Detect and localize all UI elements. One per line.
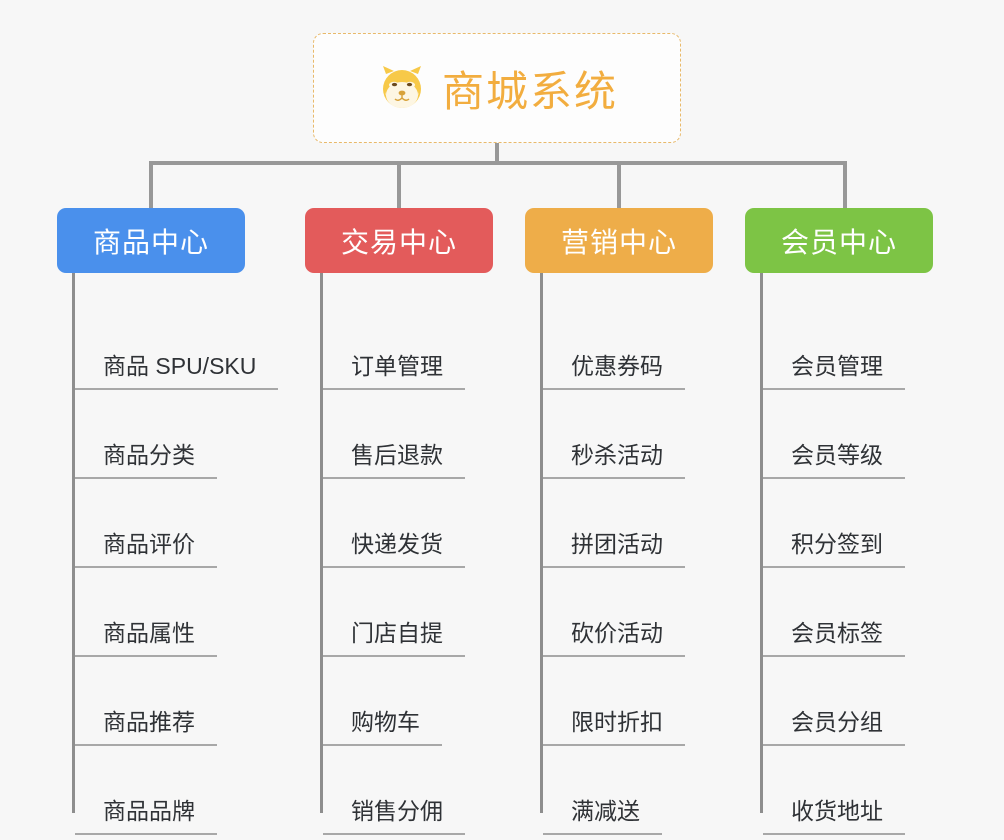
leaf-label: 砍价活动 (543, 614, 685, 657)
leaf-label: 销售分佣 (323, 792, 465, 835)
leaf-item[interactable]: 商品 SPU/SKU (75, 301, 279, 390)
leaf-item[interactable]: 商品推荐 (75, 657, 217, 746)
leaf-label: 商品品牌 (75, 792, 217, 835)
branch-marketing-center: 营销中心优惠券码秒杀活动拼团活动砍价活动限时折扣满减送 (525, 208, 713, 835)
leaf-item[interactable]: 收货地址 (763, 746, 905, 835)
leaf-item[interactable]: 会员分组 (763, 657, 905, 746)
branch-header-label: 商品中心 (92, 226, 209, 258)
leaf-item[interactable]: 商品评价 (75, 479, 217, 568)
leaf-label: 满减送 (543, 792, 662, 835)
branch-member-center: 会员中心会员管理会员等级积分签到会员标签会员分组收货地址 (745, 208, 933, 835)
branch-header-member-center[interactable]: 会员中心 (745, 208, 933, 273)
branch-product-center: 商品中心商品 SPU/SKU 商品分类商品评价商品属性商品推荐商品品牌 (57, 208, 279, 835)
leaf-label: 优惠券码 (543, 347, 685, 390)
leaf-item[interactable]: 优惠券码 (543, 301, 685, 390)
leaf-label: 订单管理 (323, 347, 465, 390)
leaf-item[interactable]: 商品品牌 (75, 746, 217, 835)
branch-spine-marketing-center (540, 273, 543, 813)
leaf-label: 会员管理 (763, 347, 905, 390)
connector-drop-3 (617, 161, 621, 208)
shiba-dog-face-icon (376, 62, 428, 114)
leaf-label: 商品推荐 (75, 703, 217, 746)
leaf-item[interactable]: 快递发货 (323, 479, 465, 568)
leaf-item[interactable]: 秒杀活动 (543, 390, 685, 479)
branch-spine-member-center (760, 273, 763, 813)
leaf-item[interactable]: 会员等级 (763, 390, 905, 479)
leaf-item[interactable]: 拼团活动 (543, 479, 685, 568)
leaf-label: 商品评价 (75, 525, 217, 568)
leaf-label: 秒杀活动 (543, 436, 685, 479)
branch-header-trade-center[interactable]: 交易中心 (305, 208, 493, 273)
leaf-item[interactable]: 限时折扣 (543, 657, 685, 746)
leaf-item[interactable]: 购物车 (323, 657, 442, 746)
leaf-item[interactable]: 销售分佣 (323, 746, 465, 835)
leaf-label: 快递发货 (323, 525, 465, 568)
leaf-label: 会员标签 (763, 614, 905, 657)
leaf-label: 购物车 (323, 703, 442, 746)
leaf-item[interactable]: 商品分类 (75, 390, 217, 479)
branch-header-label: 交易中心 (340, 226, 457, 258)
leaf-label: 会员分组 (763, 703, 905, 746)
leaf-label: 商品分类 (75, 436, 217, 479)
branch-header-marketing-center[interactable]: 营销中心 (525, 208, 713, 273)
leaf-label: 商品属性 (75, 614, 217, 657)
leaf-item[interactable]: 砍价活动 (543, 568, 685, 657)
leaf-item[interactable]: 售后退款 (323, 390, 465, 479)
connector-drop-2 (397, 161, 401, 208)
leaf-label: 拼团活动 (543, 525, 685, 568)
branch-header-label: 营销中心 (560, 226, 677, 258)
leaf-item[interactable]: 门店自提 (323, 568, 465, 657)
branch-header-product-center[interactable]: 商品中心 (57, 208, 245, 273)
root-title: 商城系统 (441, 67, 618, 115)
branch-header-label: 会员中心 (780, 226, 897, 258)
leaf-item[interactable]: 积分签到 (763, 479, 905, 568)
leaf-label: 门店自提 (323, 614, 465, 657)
leaf-label: 积分签到 (763, 525, 905, 568)
branch-spine-trade-center (320, 273, 323, 813)
leaf-item[interactable]: 商品属性 (75, 568, 217, 657)
branch-spine-product-center (72, 273, 75, 813)
connector-bar (149, 161, 847, 165)
connector-drop-1 (149, 161, 153, 208)
leaf-label: 限时折扣 (543, 703, 685, 746)
leaf-item[interactable]: 订单管理 (323, 301, 465, 390)
branch-trade-center: 交易中心订单管理售后退款快递发货门店自提购物车销售分佣 (305, 208, 493, 835)
leaf-item[interactable]: 会员标签 (763, 568, 905, 657)
leaf-label: 会员等级 (763, 436, 905, 479)
connector-drop-4 (843, 161, 847, 208)
root-node[interactable]: 商城系统 (313, 33, 681, 143)
connector-stem (495, 143, 499, 165)
leaf-label: 商品 SPU/SKU (75, 347, 279, 390)
leaf-item[interactable]: 会员管理 (763, 301, 905, 390)
leaf-item[interactable]: 满减送 (543, 746, 662, 835)
leaf-label: 收货地址 (763, 792, 905, 835)
leaf-label: 售后退款 (323, 436, 465, 479)
